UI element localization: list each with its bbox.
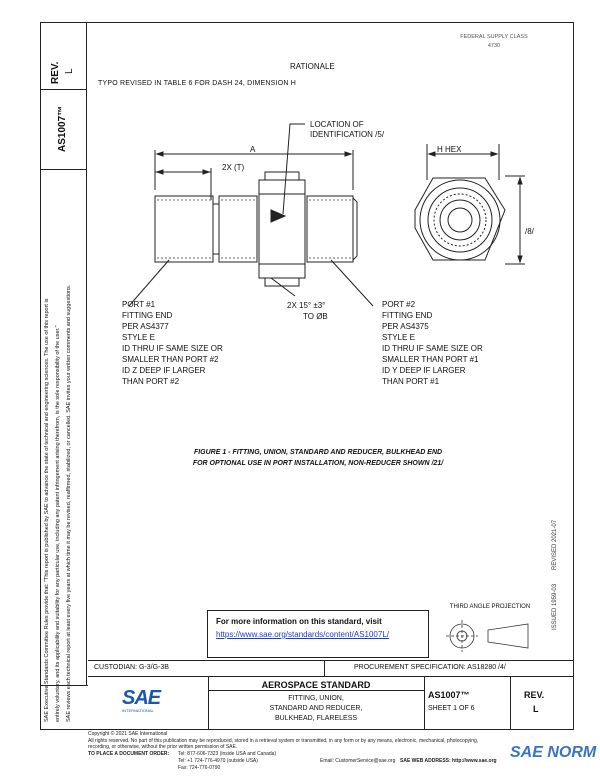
info-text: For more information on this standard, v… — [216, 617, 382, 626]
port2-line: ID Y DEEP IF LARGER — [382, 366, 466, 375]
projection-symbol-icon — [446, 620, 529, 652]
sae-logo-text: SAE — [122, 687, 161, 709]
fitting-drawing — [128, 123, 525, 307]
dim-a-label: A — [250, 145, 256, 154]
legal-text-1: SAE Executive Standards Committee Rules … — [44, 298, 50, 722]
doc-number-box-left: AS1007™ — [40, 90, 87, 170]
port2-line: STYLE E — [382, 333, 415, 342]
left-column-bottom-line — [40, 685, 88, 686]
title-line-2: STANDARD AND REDUCER, — [269, 705, 363, 712]
standard-type: AEROSPACE STANDARD — [261, 680, 371, 690]
tel-outside: Tel: +1 724-776-4970 (outside USA) — [178, 758, 258, 764]
sae-logo: SAE INTERNATIONAL — [122, 688, 162, 716]
third-angle-label: THIRD ANGLE PROJECTION — [449, 604, 531, 610]
revised-date: REVISED 2021-07 — [552, 519, 558, 570]
web-address: SAE WEB ADDRESS: http://www.sae.org — [400, 758, 497, 764]
port2-line: ID THRU IF SAME SIZE OR — [382, 344, 483, 353]
port2-line: FITTING END — [382, 311, 433, 320]
rights-text-2: recording, or otherwise, without the pri… — [88, 744, 238, 750]
dim-hhex-label: H HEX — [437, 145, 462, 154]
title-block-top-line — [88, 660, 574, 661]
figure-caption-line2: FOR OPTIONAL USE IN PORT INSTALLATION, N… — [192, 460, 444, 467]
title-line-1: FITTING, UNION, — [288, 695, 344, 702]
port2-line: PORT #2 — [382, 300, 416, 309]
rev-value: L — [64, 68, 75, 74]
rev-divider — [510, 676, 511, 730]
procurement-spec: PROCUREMENT SPECIFICATION: AS18280 /4/ — [354, 664, 506, 671]
title-line-3: BULKHEAD, FLARELESS — [274, 715, 358, 722]
location-label-2: IDENTIFICATION /5/ — [310, 130, 385, 139]
chamfer-label-1: 2X 15° ±3° — [287, 301, 326, 310]
port1-callout: PORT #1 FITTING END PER AS4377 STYLE E I… — [122, 299, 223, 387]
rev-value-title: L — [533, 704, 539, 714]
figure-caption-line1: FIGURE 1 - FITTING, UNION, STANDARD AND … — [193, 449, 443, 456]
third-angle-box: THIRD ANGLE PROJECTION — [440, 604, 540, 659]
port1-line: ID Z DEEP IF LARGER — [122, 366, 206, 375]
port2-line: SMALLER THAN PORT #1 — [382, 355, 479, 364]
tel-usa: Tel: 877-606-7323 (inside USA and Canada… — [178, 751, 277, 757]
doc-number: AS1007™ — [428, 690, 470, 700]
supply-class-label: FEDERAL SUPPLY CLASS — [460, 34, 528, 40]
port2-callout: PORT #2 FITTING END PER AS4375 STYLE E I… — [382, 299, 483, 387]
left-margin-column — [40, 22, 87, 685]
legal-text-3: SAE reviews each technical report at lea… — [66, 284, 72, 722]
dim-2x-label: 2X (T) — [222, 163, 245, 172]
custodian: CUSTODIAN: G-3/G-3B — [94, 664, 169, 671]
chamfer-label-2: TO ØB — [303, 312, 328, 321]
drawing-frame — [40, 22, 574, 730]
order-label: TO PLACE A DOCUMENT ORDER: — [88, 751, 170, 757]
port1-line: PER AS4377 — [122, 322, 169, 331]
port1-line: SMALLER THAN PORT #2 — [122, 355, 219, 364]
port1-line: STYLE E — [122, 333, 155, 342]
docnum-divider — [424, 676, 425, 730]
port1-line: FITTING END — [122, 311, 173, 320]
title-block-mid-line — [88, 676, 574, 677]
legal-text-2: entirely voluntary, and its applicabilit… — [55, 325, 61, 722]
port2-line: PER AS4375 — [382, 322, 429, 331]
standard-link[interactable]: https://www.sae.org/standards/content/AS… — [216, 630, 389, 639]
sae-logo-sub: INTERNATIONAL — [122, 708, 154, 713]
logo-divider — [208, 676, 209, 730]
fax: Fax: 724-776-0790 — [178, 765, 221, 771]
sheet-number: SHEET 1 OF 6 — [428, 705, 475, 712]
location-label-1: LOCATION OF — [310, 120, 364, 129]
rev-label-title: REV. — [524, 690, 545, 700]
supply-class-value: 4730 — [487, 43, 501, 49]
issued-date: ISSUED 1959-03 — [552, 583, 558, 630]
dim-8-label: /8/ — [525, 227, 534, 236]
rationale-heading: RATIONALE — [290, 62, 335, 71]
copyright: Copyright © 2021 SAE International — [88, 731, 168, 737]
standard-type-line — [208, 690, 424, 691]
supply-class-stamp: FEDERAL SUPPLY CLASS 4730 — [447, 33, 541, 55]
typo-note: TYPO REVISED IN TABLE 6 FOR DASH 24, DIM… — [98, 80, 296, 87]
custodian-divider — [324, 660, 325, 676]
email: Email: CustomerService@sae.org — [320, 758, 396, 764]
port1-line: THAN PORT #2 — [122, 377, 180, 386]
footer: Copyright © 2021 SAE International All r… — [88, 731, 478, 751]
watermark: SAE NORM — [510, 744, 597, 761]
rev-label: REV. — [50, 61, 61, 84]
rights-text: All rights reserved. No part of this pub… — [88, 737, 479, 744]
port1-line: PORT #1 — [122, 300, 156, 309]
port2-line: THAN PORT #1 — [382, 377, 440, 386]
info-box: For more information on this standard, v… — [207, 610, 429, 658]
rev-box-left: REV. L — [40, 22, 87, 90]
doc-number-vertical: AS1007™ — [57, 105, 68, 152]
port1-line: ID THRU IF SAME SIZE OR — [122, 344, 223, 353]
